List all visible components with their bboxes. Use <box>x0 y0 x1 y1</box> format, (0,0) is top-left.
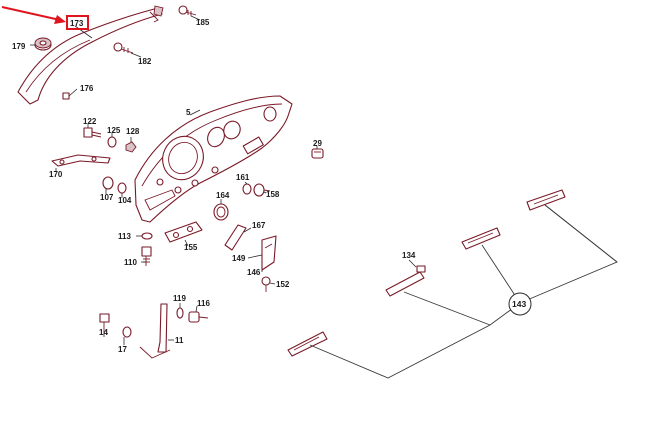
connector-lower-left[interactable] <box>287 331 328 357</box>
bracket-155[interactable] <box>164 221 203 243</box>
screw-152[interactable] <box>261 276 271 292</box>
connector-mid-right[interactable] <box>461 227 501 250</box>
switch-134[interactable] <box>385 265 426 297</box>
clip-119[interactable] <box>176 307 184 319</box>
clip-17[interactable] <box>122 326 132 338</box>
callout-17[interactable]: 17 <box>118 345 127 354</box>
callout-107[interactable]: 107 <box>100 193 114 202</box>
bolt-116[interactable] <box>188 311 209 323</box>
plug-164[interactable] <box>213 203 229 221</box>
nut-128[interactable] <box>125 141 137 153</box>
bolt-14[interactable] <box>99 313 110 333</box>
callout-152[interactable]: 152 <box>276 280 290 289</box>
callout-122[interactable]: 122 <box>83 117 97 126</box>
knob-107[interactable] <box>102 176 114 190</box>
callout-125[interactable]: 125 <box>107 126 121 135</box>
callout-110[interactable]: 110 <box>124 258 137 267</box>
highlight-box-173 <box>66 15 89 30</box>
callout-116[interactable]: 116 <box>197 299 210 308</box>
callout-158[interactable]: 158 <box>266 190 280 199</box>
callout-185[interactable]: 185 <box>196 18 210 27</box>
grommet-179[interactable] <box>34 37 52 51</box>
screw-182[interactable] <box>113 42 134 54</box>
callout-179[interactable]: 179 <box>12 42 26 51</box>
dashboard-carrier-5[interactable] <box>134 95 293 223</box>
trim-strip-173[interactable] <box>17 5 164 105</box>
bolt-110[interactable] <box>141 246 152 266</box>
leader-lines <box>30 15 417 345</box>
bracket-11[interactable] <box>139 303 171 359</box>
callout-143[interactable]: 143 <box>512 299 526 309</box>
callout-113[interactable]: 113 <box>118 232 131 241</box>
clip-176[interactable] <box>62 88 78 100</box>
washer-125[interactable] <box>107 136 117 148</box>
callout-167[interactable]: 167 <box>252 221 266 230</box>
callout-161[interactable]: 161 <box>236 173 250 182</box>
plate-167[interactable] <box>224 224 247 251</box>
nut-161[interactable] <box>242 183 252 195</box>
callout-143-bubble <box>508 292 532 316</box>
callout-176[interactable]: 176 <box>80 84 94 93</box>
callout-164[interactable]: 164 <box>216 191 230 200</box>
callout-5[interactable]: 5 <box>186 108 191 117</box>
callout-146[interactable]: 146 <box>247 268 261 277</box>
callout-128[interactable]: 128 <box>126 127 140 136</box>
callout-182[interactable]: 182 <box>138 57 152 66</box>
callout-14[interactable]: 14 <box>99 328 108 337</box>
callout-labels: 173 185 179 182 176 5 122 125 128 29 170… <box>12 18 526 354</box>
connector-upper-right[interactable] <box>526 189 566 211</box>
bracket-170[interactable] <box>51 154 111 167</box>
wiring-harness-143 <box>309 204 618 379</box>
callout-119[interactable]: 119 <box>173 294 186 303</box>
bolt-158[interactable] <box>253 183 271 197</box>
washer-104[interactable] <box>117 182 127 194</box>
highlight-arrow <box>1 6 66 24</box>
callout-11[interactable]: 11 <box>175 336 184 345</box>
callout-170[interactable]: 170 <box>49 170 63 179</box>
callout-173[interactable]: 173 <box>70 19 84 28</box>
bracket-149[interactable] <box>261 235 277 271</box>
callout-149[interactable]: 149 <box>232 254 246 263</box>
clip-29[interactable] <box>311 148 324 159</box>
callout-134[interactable]: 134 <box>402 251 416 260</box>
callout-104[interactable]: 104 <box>118 196 132 205</box>
washer-113[interactable] <box>141 232 153 240</box>
screw-185[interactable] <box>178 5 197 16</box>
callout-155[interactable]: 155 <box>184 243 198 252</box>
bolt-122[interactable] <box>83 127 102 138</box>
callout-29[interactable]: 29 <box>313 139 322 148</box>
